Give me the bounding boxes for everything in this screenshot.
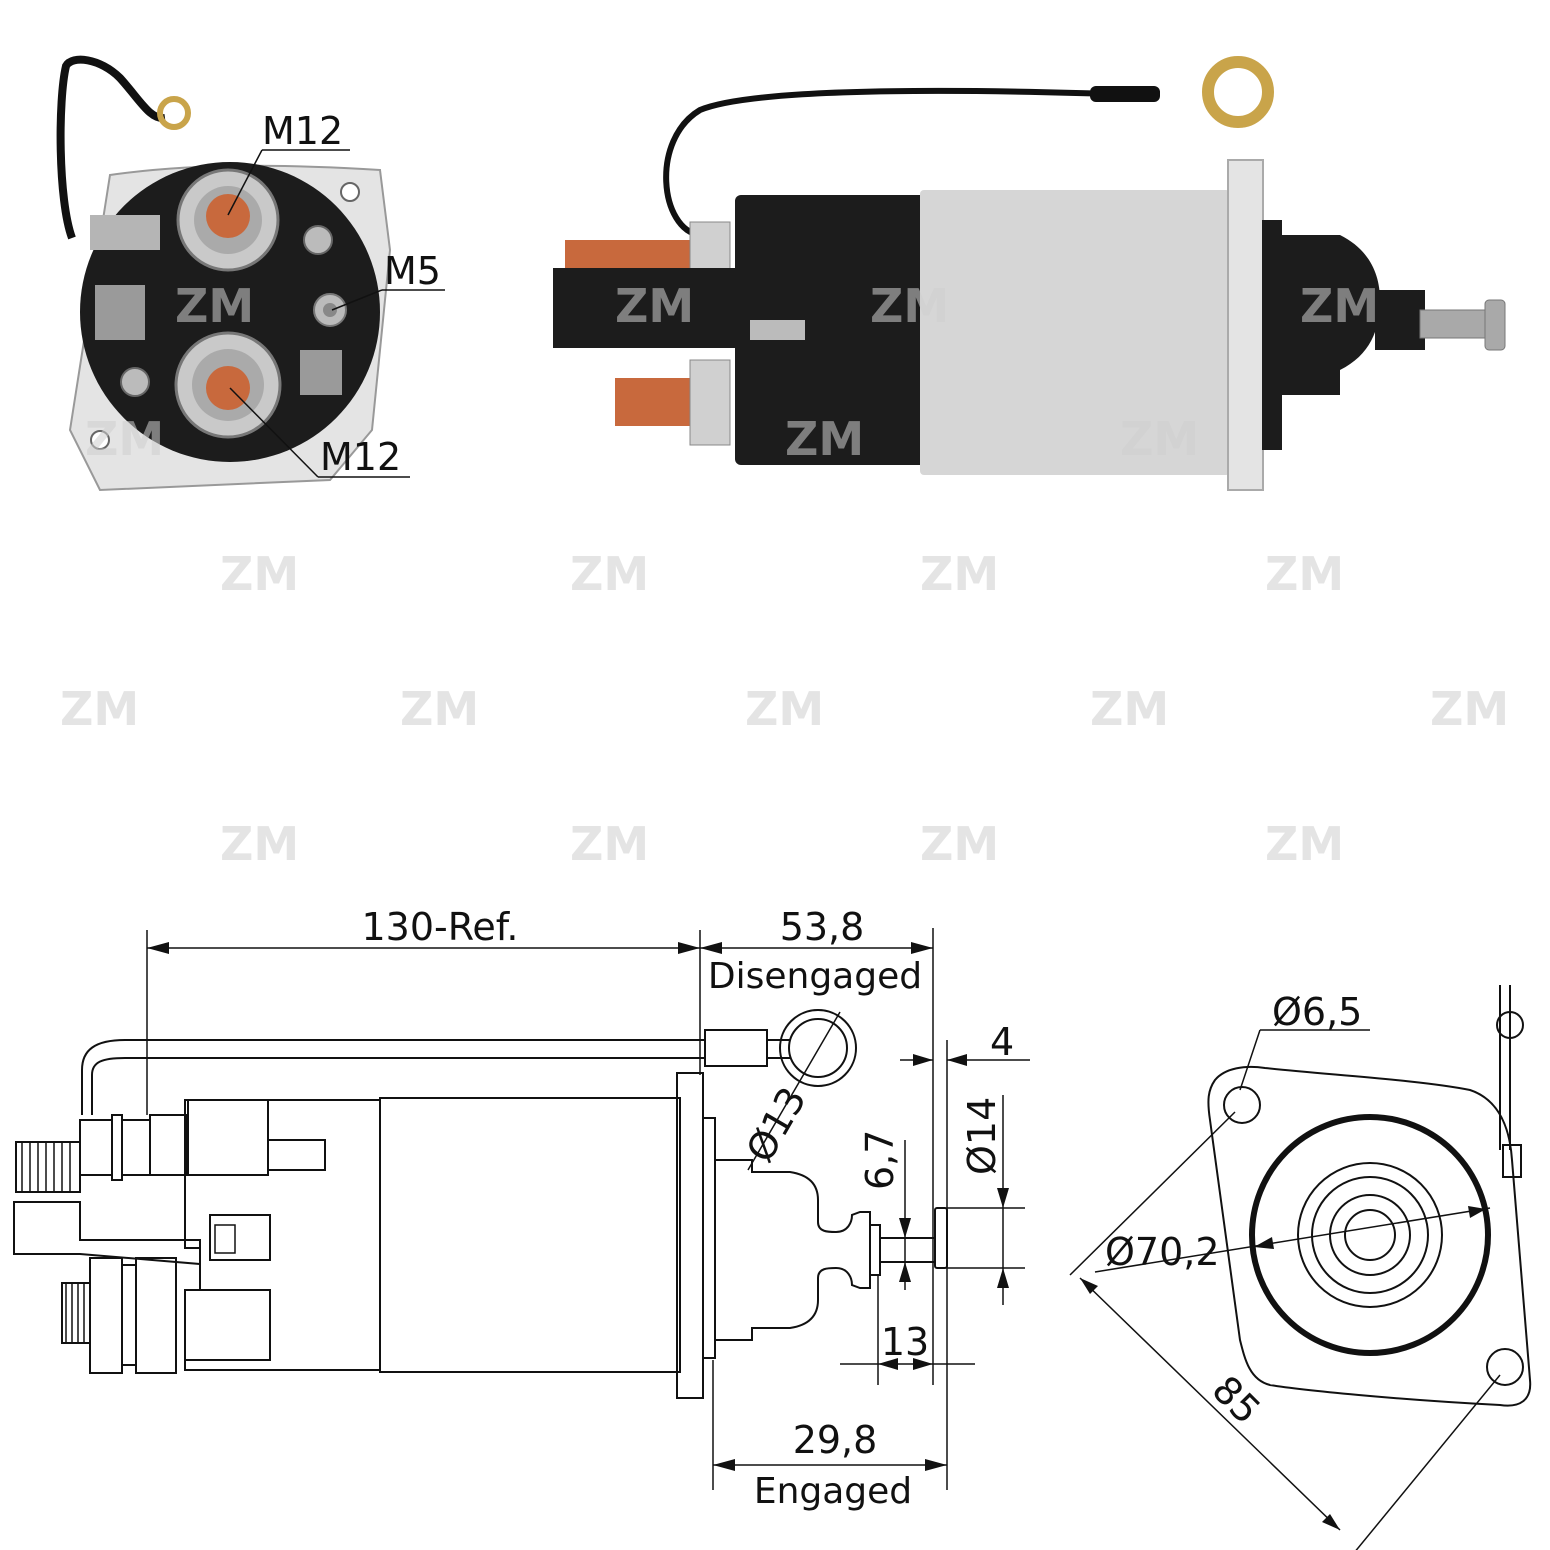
- ring-terminal-icon: [157, 96, 191, 130]
- dim-hole-dia: Ø6,5: [1272, 990, 1362, 1034]
- terminal-cap: [735, 195, 935, 465]
- watermark: ZM: [785, 412, 864, 466]
- dim-53-8: 53,8: [780, 905, 865, 949]
- watermark: ZM: [220, 547, 299, 601]
- screw-icon: [120, 367, 150, 397]
- watermark: ZM: [1265, 547, 1344, 601]
- ring-terminal-icon: [1202, 56, 1274, 128]
- watermark: ZM: [1300, 279, 1379, 333]
- label-engaged: Engaged: [754, 1471, 912, 1512]
- watermark: ZM: [175, 279, 254, 333]
- watermark: ZM: [745, 682, 824, 736]
- end-view-dimensions: Ø6,5 Ø70,2 85: [1069, 990, 1501, 1550]
- watermark: ZM: [870, 279, 949, 333]
- copper-stud-icon: [206, 366, 250, 410]
- dim-29-8: 29,8: [793, 1418, 878, 1462]
- watermark: ZM: [570, 547, 649, 601]
- dim-pin-len: 13: [881, 1320, 929, 1364]
- dim-130-ref: 130-Ref.: [361, 905, 518, 949]
- watermark: ZM: [1430, 682, 1509, 736]
- copper-stud-icon: [615, 378, 700, 426]
- side-elevation-drawing: [13, 1009, 948, 1399]
- label-m12-top: M12: [262, 109, 343, 153]
- watermark: ZM: [400, 682, 479, 736]
- copper-stud-icon: [206, 194, 250, 238]
- end-view-photo: [56, 55, 392, 492]
- side-elevation-dimensions: 130-Ref. 53,8 Disengaged Ø13 4 Ø14 6,7 1…: [146, 905, 1030, 1512]
- label-disengaged: Disengaged: [708, 956, 922, 997]
- body-outline: [1249, 1114, 1491, 1356]
- watermark: ZM: [220, 817, 299, 871]
- side-view-photo: [553, 56, 1506, 491]
- label-m5: M5: [384, 249, 441, 293]
- mount-flange: [1227, 159, 1264, 491]
- dim-shaft-dia: Ø14: [960, 1097, 1004, 1175]
- watermark: ZM: [570, 817, 649, 871]
- dim-gap-4: 4: [990, 1020, 1014, 1064]
- screw-icon: [303, 225, 333, 255]
- watermark-layer: ZM ZM ZM ZM ZM ZM ZM ZM ZM ZM ZM ZM ZM Z…: [60, 279, 1509, 871]
- rubber-boot: [1280, 235, 1380, 395]
- dim-body-dia: Ø70,2: [1105, 1230, 1220, 1274]
- watermark: ZM: [1090, 682, 1169, 736]
- watermark: ZM: [920, 547, 999, 601]
- dim-ring-dia: Ø13: [738, 1080, 815, 1170]
- watermark: ZM: [1265, 817, 1344, 871]
- connector-tab: [553, 268, 748, 348]
- dim-hole-spacing: 85: [1204, 1367, 1269, 1432]
- watermark: ZM: [1120, 412, 1199, 466]
- watermark: ZM: [85, 412, 164, 466]
- photo-callouts: M12 M5 M12: [227, 109, 445, 479]
- plunger: [1419, 309, 1491, 339]
- solenoid-housing: [920, 190, 1230, 475]
- dim-pin-dia: 6,7: [858, 1130, 902, 1190]
- watermark: ZM: [920, 817, 999, 871]
- label-m12-bottom: M12: [320, 435, 401, 479]
- watermark: ZM: [60, 682, 139, 736]
- watermark: ZM: [615, 279, 694, 333]
- end-view-drawing: [1207, 985, 1532, 1407]
